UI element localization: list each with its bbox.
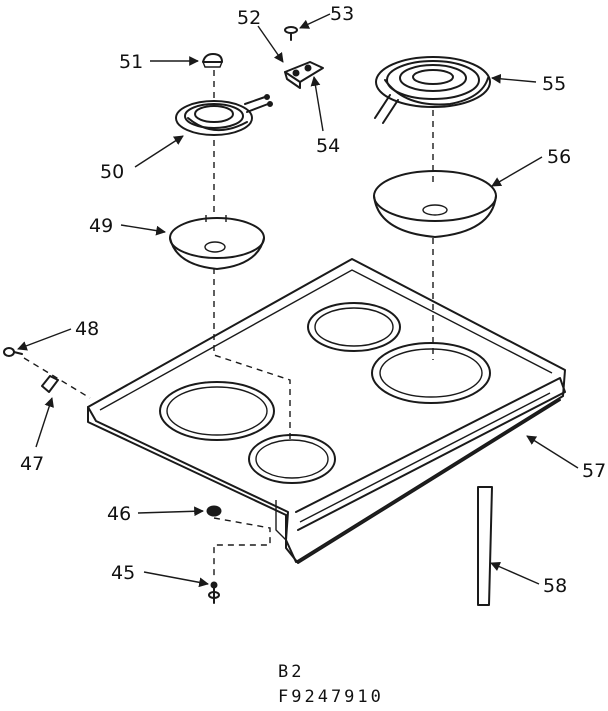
burner-opening-left-rear	[159, 381, 275, 441]
burner-opening-right-rear	[307, 302, 401, 352]
diagram-code-line1: B2	[278, 662, 305, 682]
surface-unit-small	[175, 94, 273, 136]
callout-48: 48	[75, 318, 99, 340]
burner-opening-right-front	[371, 342, 491, 404]
terminal-block-54	[284, 61, 324, 89]
callout-leaders	[17, 13, 579, 588]
callout-52: 52	[237, 7, 261, 29]
screw-53	[284, 26, 298, 41]
callout-58: 58	[543, 575, 567, 597]
drip-bowl-small	[169, 215, 265, 270]
screw-45	[208, 581, 220, 604]
callout-56: 56	[547, 146, 571, 168]
screw-48	[3, 347, 23, 357]
callout-53: 53	[330, 3, 354, 25]
surface-unit-large	[374, 56, 491, 124]
diagram-code-line2: F9247910	[278, 687, 384, 707]
trim-strip-58	[477, 486, 493, 606]
callout-51: 51	[119, 51, 143, 73]
callout-49: 49	[89, 215, 113, 237]
burner-opening-left-front	[248, 434, 336, 484]
callout-50: 50	[100, 161, 124, 183]
callout-46: 46	[107, 503, 131, 525]
callout-57: 57	[582, 460, 606, 482]
drip-bowl-large	[373, 170, 497, 238]
plug-46	[206, 505, 222, 517]
bracket-47	[41, 375, 59, 393]
knob-part-51	[201, 53, 224, 68]
callout-54: 54	[316, 135, 340, 157]
callout-55: 55	[542, 73, 566, 95]
callout-45: 45	[111, 562, 135, 584]
cooktop-main-top	[87, 258, 566, 564]
callout-47: 47	[20, 453, 44, 475]
assembly-guide-lines	[23, 70, 434, 578]
